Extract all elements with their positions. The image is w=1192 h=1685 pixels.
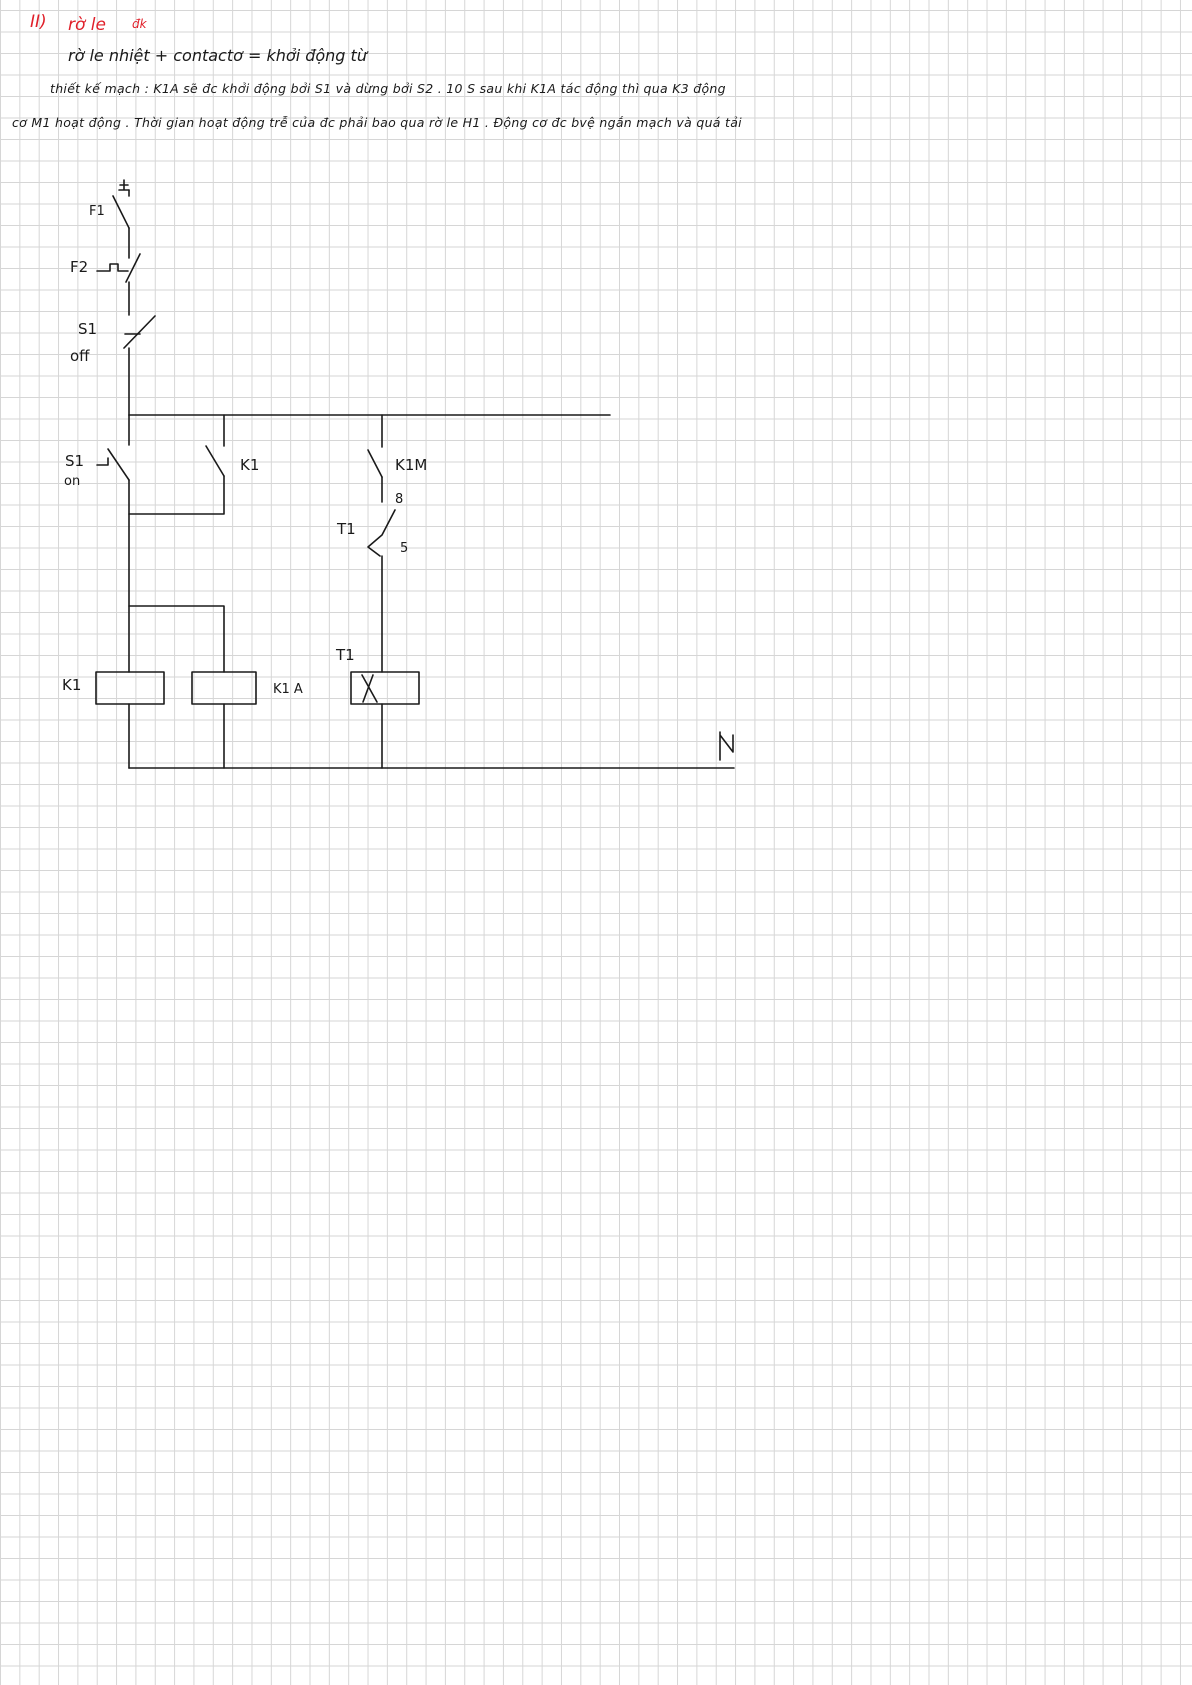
t1-contact [367, 509, 396, 557]
label-k1m: K1M [395, 456, 428, 474]
label-t1-coil: T1 [336, 646, 355, 664]
note-line-1: rờ le nhiệt + contactơ = khởi động từ [68, 46, 367, 65]
t1-coil-x [361, 674, 378, 703]
section-mark: đk [132, 17, 147, 31]
section-title: rờ le [68, 15, 106, 35]
s1-on-actuator [96, 457, 109, 466]
label-t1-contact: T1 [337, 520, 356, 538]
wire-k1-bottom [128, 475, 225, 515]
k1-contact [205, 445, 225, 477]
label-f2: F2 [70, 258, 89, 276]
k1m-contact [367, 449, 383, 478]
f2-actuator [96, 263, 129, 272]
f2-contact [125, 253, 141, 283]
note-line-2: thiết kế mạch : K1A sẽ đc khởi động bởi … [50, 81, 726, 96]
t1-coil [350, 671, 420, 705]
label-f1: F1 [89, 204, 105, 219]
label-on: on [64, 474, 81, 489]
label-s1-on: S1 [65, 452, 85, 470]
label-eight: 8 [395, 492, 404, 507]
label-k1-contact: K1 [240, 456, 260, 474]
k1-coil [95, 671, 165, 705]
supply-terminal [118, 179, 130, 191]
neutral-mark [719, 731, 734, 761]
f1-contact [112, 195, 130, 229]
coil-split [128, 605, 225, 673]
k1a-coil [191, 671, 257, 705]
section-number: II) [30, 12, 47, 32]
label-k1a-coil: K1 A [273, 682, 303, 697]
s1-off-contact [123, 315, 156, 349]
label-five: 5 [400, 541, 409, 556]
label-off: off [70, 347, 90, 365]
label-s1-off: S1 [78, 320, 98, 338]
note-line-3: cơ M1 hoạt động . Thời gian hoạt động tr… [12, 115, 742, 130]
label-k1-coil: K1 [62, 676, 82, 694]
s1-on-contact [107, 448, 130, 481]
